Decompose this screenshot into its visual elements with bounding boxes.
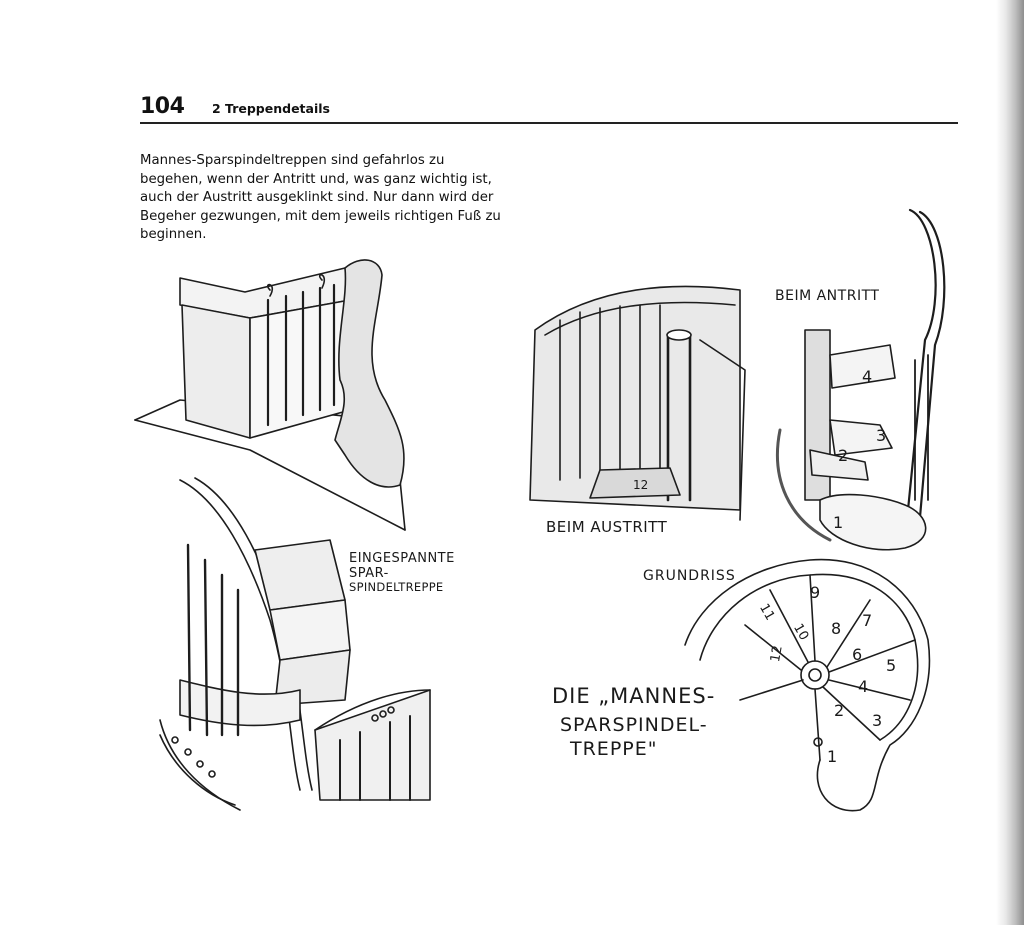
sketch-clamped-spiral [159, 477, 431, 811]
step-number-plan-9: 9 [810, 583, 820, 602]
step-number-plan-3: 3 [872, 711, 882, 730]
step-number-entry-1: 1 [833, 513, 843, 532]
label-grundriss: GRUNDRISS [643, 568, 736, 584]
label-spar: SPAR- [349, 566, 389, 581]
step-number-plan-12: 12 [768, 644, 786, 663]
step-number-plan-10: 10 [790, 621, 811, 643]
page-header: 104 2 Treppendetails [140, 94, 960, 126]
label-title-line3: TREPPE" [569, 738, 657, 760]
step-number-entry-4: 4 [862, 367, 872, 386]
sketch-balustrade-start [134, 259, 406, 531]
step-number-entry-3: 3 [876, 426, 886, 445]
header-rule [140, 122, 958, 124]
step-number-plan-6: 6 [852, 645, 862, 664]
page-number: 104 [140, 94, 185, 119]
page-edge-shadow [996, 0, 1024, 925]
body-paragraph: Mannes-Sparspindeltreppen sind gefahrlos… [140, 152, 510, 245]
label-title-line1: DIE „MANNES- [552, 684, 715, 708]
paragraph-text: Mannes-Sparspindeltreppen sind gefahrlos… [140, 153, 501, 242]
step-number-plan-7: 7 [862, 611, 872, 630]
step-number-plan-11: 11 [756, 601, 777, 623]
sketch-entry-step [775, 208, 946, 551]
sketch-exit-step [529, 285, 746, 521]
stair-illustrations: EINGESPANNTE SPAR- SPINDELTREPPE BEIM AU… [134, 208, 946, 812]
step-number-plan-8: 8 [831, 619, 841, 638]
label-eingespannte: EINGESPANNTE [349, 551, 455, 566]
step-number-plan-5: 5 [886, 656, 896, 675]
label-beim-austritt: BEIM AUSTRITT [546, 518, 668, 536]
label-title-line2: SPARSPINDEL- [560, 714, 708, 736]
chapter-title: 2 Treppendetails [212, 101, 330, 116]
step-number-plan-1: 1 [827, 747, 837, 766]
step-number-exit-12: 12 [633, 478, 648, 492]
step-number-entry-2: 2 [838, 446, 848, 465]
step-number-plan-2: 2 [834, 701, 844, 720]
label-beim-antritt: BEIM ANTRITT [775, 288, 879, 304]
label-spindeltreppe: SPINDELTREPPE [349, 580, 444, 594]
sketch-floor-plan [684, 558, 931, 812]
step-number-plan-4: 4 [858, 677, 868, 696]
